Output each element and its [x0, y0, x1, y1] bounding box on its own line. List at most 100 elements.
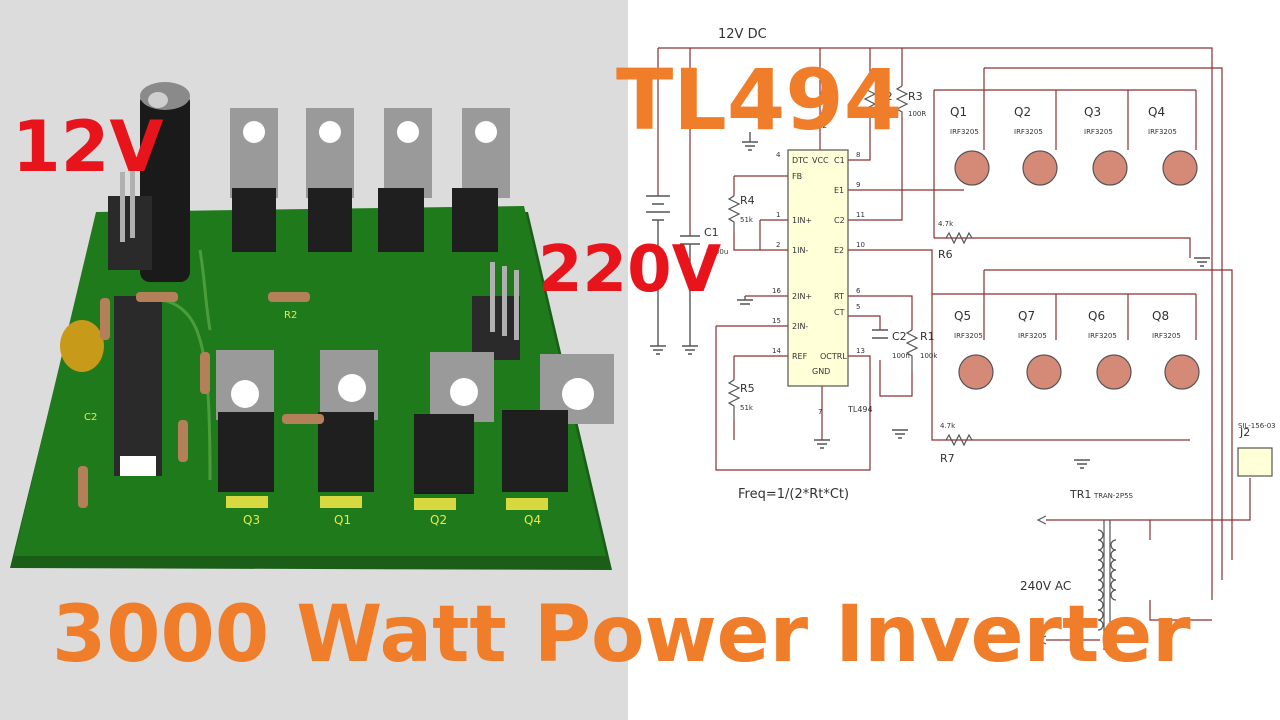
ic-pin-num: 15	[772, 317, 781, 325]
page-title: 3000 Watt Power Inverter	[52, 590, 1191, 680]
ic-name-banner: TL494	[616, 51, 903, 149]
ic-vcc-num: 12	[818, 122, 827, 130]
mosfet-part: IRF3205	[1084, 128, 1113, 136]
r7-value: 4.7k	[940, 422, 956, 430]
ic-pin-name: RT	[834, 292, 844, 301]
r6-ref: R6	[938, 248, 953, 261]
pcb-mosfet-top	[378, 108, 432, 252]
ic-pin-name: REF	[792, 352, 808, 361]
electrolytic-capacitor	[140, 82, 190, 282]
mosfet-part: IRF3205	[1018, 332, 1047, 340]
pcb-ceramic-capacitor	[60, 320, 104, 372]
output-header	[472, 262, 520, 360]
schematic-diagram: 12V DC R2 100R R3 100R R4 51k R5 51k R1 …	[646, 27, 1276, 650]
pcb-label: C2	[84, 412, 97, 423]
ic-pin-name: OCTRL	[820, 352, 847, 361]
schematic-panel: 12V DC R2 100R R3 100R R4 51k R5 51k R1 …	[628, 0, 1280, 720]
ic-pin-num: 10	[856, 241, 865, 249]
pcb-mosfet-bottom	[502, 354, 614, 510]
ic-pin-num: 1	[776, 211, 780, 219]
r5-value: 51k	[740, 404, 754, 412]
ic-pin-name: DTC	[792, 156, 809, 165]
r4-ref: R4	[740, 194, 755, 207]
battery-symbol	[646, 195, 670, 346]
mosfet-part: IRF3205	[1088, 332, 1117, 340]
pcb-mosfet-bottom	[216, 350, 274, 508]
mosfet-part: IRF3205	[950, 128, 979, 136]
pcb-mosfet-top	[230, 108, 278, 252]
r6-value: 4.7k	[938, 220, 954, 228]
pcb-resistor	[78, 466, 88, 508]
ic-pin-name: 1IN-	[792, 246, 808, 255]
transformer-part: TRAN-2P5S	[1093, 492, 1134, 500]
ic-pin-name: 2IN-	[792, 322, 808, 331]
pcb-ic-chip	[114, 296, 162, 476]
mosfet-part: IRF3205	[1014, 128, 1043, 136]
r3-value: 100R	[908, 110, 926, 118]
input-header	[108, 168, 152, 270]
ic-pin-num: 5	[856, 303, 860, 311]
supply-voltage-label: 12V	[12, 106, 164, 188]
mosfet-ref: Q3	[1084, 105, 1101, 119]
pcb-render-panel: Q3 Q1 Q2 Q4 R2 C2	[0, 0, 628, 720]
pcb-resistor	[282, 414, 324, 424]
ground-symbols	[650, 132, 1210, 469]
pcb-label: Q2	[430, 513, 447, 527]
r3-ref: R3	[908, 90, 923, 103]
frequency-formula: Freq=1/(2*Rt*Ct)	[738, 487, 849, 502]
mosfet-ref: Q4	[1148, 105, 1165, 119]
transformer-symbol	[1036, 515, 1117, 650]
ic-vcc-name: VCC	[812, 156, 829, 165]
ic-pin-num: 9	[856, 181, 860, 189]
mosfet-symbols	[954, 150, 1200, 390]
mosfet-ref: Q6	[1088, 309, 1105, 323]
mosfet-ref: Q1	[950, 105, 967, 119]
c1-value: 2000u	[706, 248, 728, 256]
r2-ref: R2	[878, 90, 893, 103]
r5-ref: R5	[740, 382, 755, 395]
mosfet-ref: Q5	[954, 309, 971, 323]
output-voltage-banner: 220V	[538, 233, 722, 307]
pcb-label: Q4	[524, 513, 541, 527]
ic-pin-num: 4	[776, 151, 781, 159]
ic-pin-name: C2	[834, 216, 845, 225]
pcb-label: R2	[284, 310, 297, 321]
ic-gnd-num: 7	[818, 408, 822, 416]
r1-value: 100k	[920, 352, 938, 360]
c2-value: 100n	[892, 352, 910, 360]
ic-gnd-name: GND	[812, 367, 830, 376]
r1-ref: R1	[920, 330, 935, 343]
schematic-wires	[657, 47, 1251, 641]
ic-pin-num: 14	[772, 347, 781, 355]
pcb-resistor	[136, 292, 178, 302]
supply-label: 12V DC	[718, 27, 767, 42]
r7-ref: R7	[940, 452, 955, 465]
ic-pin-num: 13	[856, 347, 865, 355]
connector-part: SIL-156-03	[1238, 422, 1276, 430]
pcb-mosfet-top	[306, 108, 354, 252]
ic-label: TL494	[847, 405, 873, 414]
pcb-resistor	[100, 298, 110, 340]
schematic-resistors	[727, 85, 973, 447]
ic-pin-name: 1IN+	[792, 216, 812, 225]
ic-pin-name: CT	[834, 308, 845, 317]
pcb-render: Q3 Q1 Q2 Q4 R2 C2	[10, 82, 614, 570]
mosfet-part: IRF3205	[1152, 332, 1181, 340]
mosfet-ref: Q7	[1018, 309, 1035, 323]
ic-pin-num: 11	[856, 211, 865, 219]
r4-value: 51k	[740, 216, 754, 224]
ic-pin-name: 2IN+	[792, 292, 812, 301]
c2-ref: C2	[892, 330, 907, 343]
r2-value: 100R	[878, 110, 896, 118]
output-voltage-label: 240V AC	[1020, 579, 1071, 593]
connector-j2	[1237, 447, 1273, 477]
ic-pin-num: 6	[856, 287, 861, 295]
pcb-label: Q1	[334, 513, 351, 527]
ic-pin-name: C1	[834, 156, 845, 165]
mosfet-ref: Q8	[1152, 309, 1169, 323]
pcb-mosfet-bottom	[318, 350, 378, 508]
mosfet-part: IRF3205	[954, 332, 983, 340]
c1-ref: C1	[704, 226, 719, 239]
tl494-ic	[787, 149, 849, 387]
ic-pin-num: 8	[856, 151, 860, 159]
